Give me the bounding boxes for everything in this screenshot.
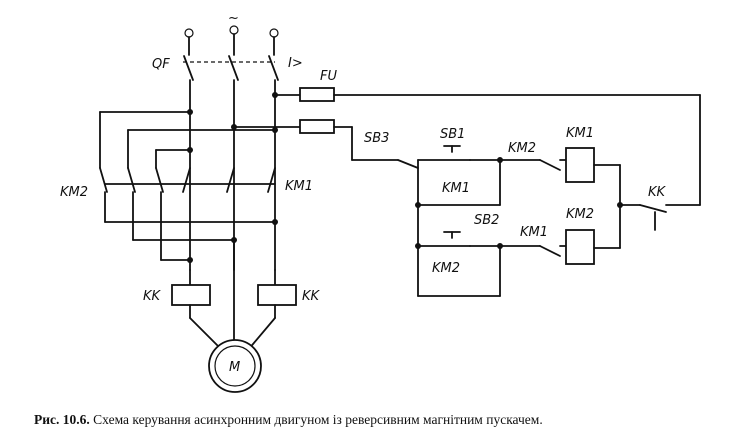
- thermal-relay-left: [171, 269, 211, 319]
- breaker-qf: [183, 33, 279, 81]
- fuse-fu: [233, 87, 701, 161]
- junction-dots: [187, 92, 623, 263]
- caption-number: Рис. 10.6.: [34, 412, 90, 427]
- label-km2-hold: KM2: [432, 261, 460, 276]
- label-km1-coil: KM1: [566, 126, 594, 141]
- motor: [189, 239, 276, 393]
- label-kk-control: KK: [648, 185, 667, 200]
- label-km2-power: KM2: [60, 185, 88, 200]
- label-km1-lower: KM1: [520, 225, 548, 240]
- figure-caption: Рис. 10.6. Схема керування асинхронним д…: [34, 412, 744, 428]
- label-km2-coil: KM2: [566, 207, 594, 222]
- label-qf: QF: [152, 57, 170, 72]
- power-contacts: [99, 167, 276, 261]
- km2-feed-wires: [99, 111, 276, 169]
- label-sb2: SB2: [474, 213, 499, 228]
- label-fu: FU: [320, 69, 337, 84]
- label-sb3: SB3: [364, 131, 389, 146]
- label-ac: ~: [228, 11, 239, 26]
- caption-text: Схема керування асинхронним двигуном із …: [93, 412, 543, 427]
- label-km2-upper: KM2: [508, 141, 536, 156]
- label-motor: M: [229, 360, 240, 375]
- control-circuit: [351, 94, 701, 297]
- label-km1-power: KM1: [285, 179, 313, 194]
- label-km1-hold: KM1: [442, 181, 470, 196]
- label-kk-right: KK: [302, 289, 321, 304]
- thermal-relay-right: [257, 269, 297, 319]
- label-kk-left: KK: [143, 289, 162, 304]
- label-sb1: SB1: [440, 127, 465, 142]
- supply-terminals: [184, 25, 279, 38]
- label-overcurrent: I>: [288, 56, 303, 71]
- wiring-diagram: QF ~ I> FU SB3 SB1 KM2 KM1 KM1 KK KM2 SB…: [60, 11, 701, 393]
